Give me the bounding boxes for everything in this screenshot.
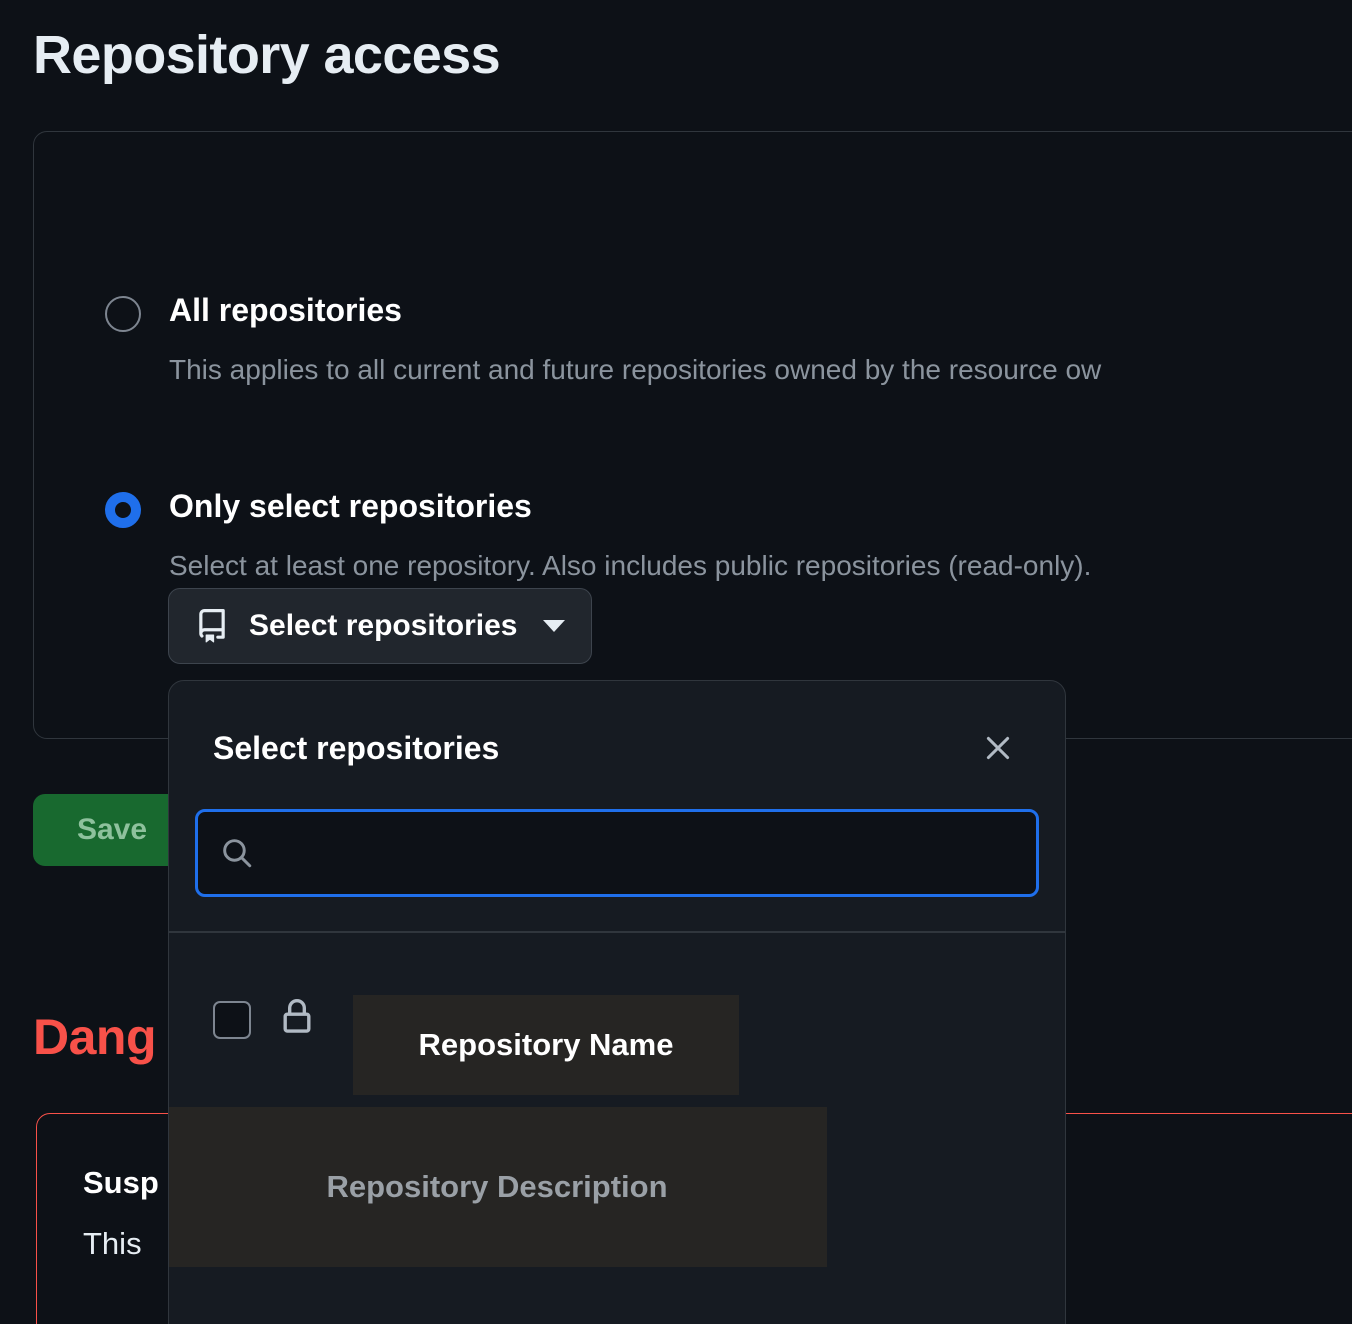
repository-info: Repository Name Repository Description [169,994,827,1267]
radio-description-only-select-repositories: Select at least one repository. Also inc… [169,550,1092,582]
radio-option-all-repositories[interactable]: All repositories This applies to all cur… [105,290,1352,388]
repository-description-block: Repository Description [169,1106,827,1267]
repository-checkbox[interactable] [213,1000,251,1039]
radio-text-only-select-repositories: Only select repositories Select at least… [169,486,1352,584]
radio-option-only-select-repositories[interactable]: Only select repositories Select at least… [105,486,1352,584]
radio-text-all-repositories: All repositories This applies to all cur… [169,290,1352,388]
radio-icon-only-select-repositories[interactable] [105,492,141,529]
panel-header: Select repositories [169,681,1065,771]
repo-icon [195,609,229,643]
repository-description: Repository Description [326,1168,668,1204]
radio-label-all-repositories: All repositories [169,292,402,328]
repository-access-radio-group: All repositories This applies to all cur… [105,290,1352,585]
repository-search-field[interactable] [195,809,1039,897]
repository-name: Repository Name [418,1026,674,1062]
close-icon[interactable] [975,725,1021,771]
repository-name-block: Repository Name [353,994,739,1095]
search-input[interactable] [198,812,1036,894]
danger-zone-title: Dang [33,1009,157,1065]
radio-label-only-select-repositories: Only select repositories [169,488,532,525]
page-title: Repository access [33,25,501,85]
danger-zone-item-body: This [83,1226,142,1261]
lock-icon [279,998,315,1035]
select-repositories-button[interactable]: Select repositories [168,588,593,664]
search-icon [220,836,254,870]
select-repositories-button-label: Select repositories [249,609,518,642]
save-button[interactable]: Save [33,794,191,866]
panel-divider [169,931,1065,933]
select-repositories-panel: Select repositories [168,680,1066,1324]
list-item[interactable]: Repository Name Repository Description [169,933,1065,1267]
radio-icon-all-repositories[interactable] [105,296,141,332]
panel-title: Select repositories [213,729,500,766]
chevron-down-icon [543,620,566,632]
danger-zone-item-heading: Susp [83,1165,159,1200]
radio-description-all-repositories: This applies to all current and future r… [169,354,1102,385]
repository-list: Repository Name Repository Description [169,933,1065,1267]
